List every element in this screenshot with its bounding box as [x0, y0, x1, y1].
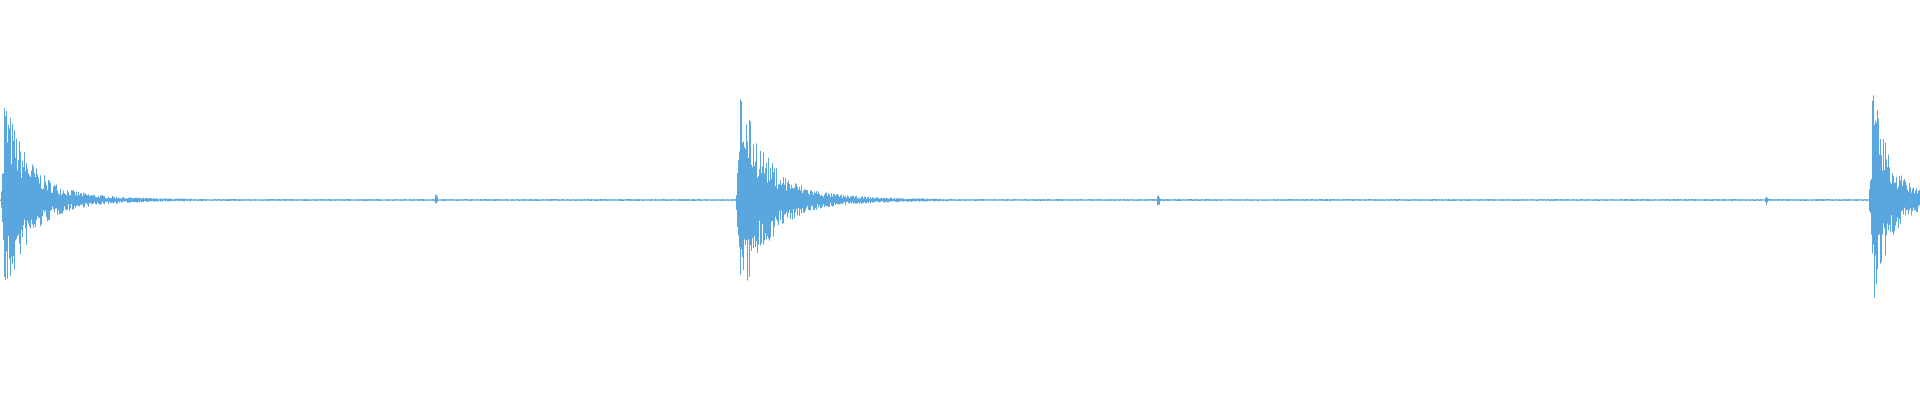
waveform-bars — [0, 95, 1920, 298]
